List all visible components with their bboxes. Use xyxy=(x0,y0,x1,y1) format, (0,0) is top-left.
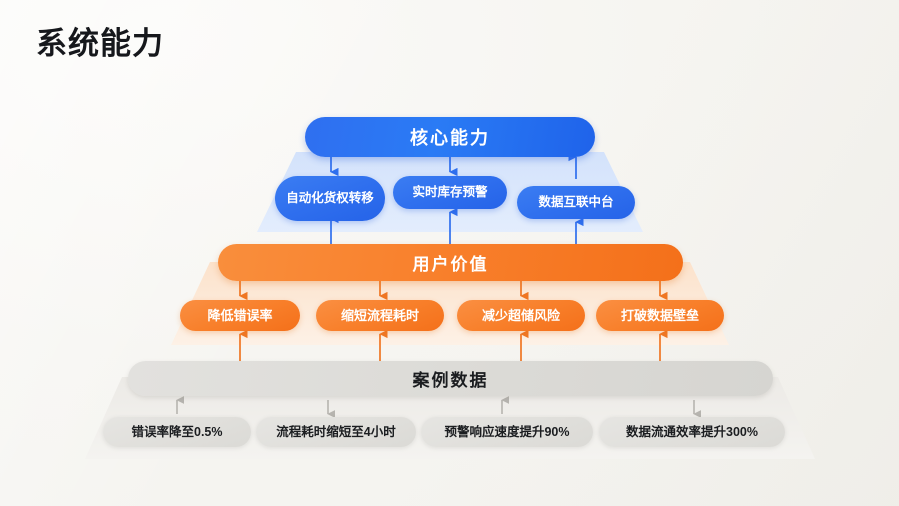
user-value-item-4[interactable]: 打破数据壁垒 xyxy=(596,300,724,331)
case-data-item-4[interactable]: 数据流通效率提升300% xyxy=(599,417,785,447)
band-user-value xyxy=(171,262,729,345)
page-title: 系统能力 xyxy=(36,26,164,61)
tier-header-case-data[interactable]: 案例数据 xyxy=(128,361,773,396)
case-data-item-2[interactable]: 流程耗时缩短至4小时 xyxy=(256,417,416,447)
tier-header-user-value[interactable]: 用户价值 xyxy=(218,244,683,281)
case-data-item-3[interactable]: 预警响应速度提升90% xyxy=(421,417,593,447)
tier-header-core-capability[interactable]: 核心能力 xyxy=(305,117,595,157)
user-value-item-1[interactable]: 降低错误率 xyxy=(180,300,300,331)
core-capability-item-1[interactable]: 自动化货权转移 xyxy=(275,176,385,221)
user-value-item-3[interactable]: 减少超储风险 xyxy=(457,300,585,331)
core-capability-item-2[interactable]: 实时库存预警 xyxy=(393,176,507,209)
core-capability-item-3[interactable]: 数据互联中台 xyxy=(517,186,635,219)
case-data-item-1[interactable]: 错误率降至0.5% xyxy=(103,417,251,447)
user-value-item-2[interactable]: 缩短流程耗时 xyxy=(316,300,444,331)
